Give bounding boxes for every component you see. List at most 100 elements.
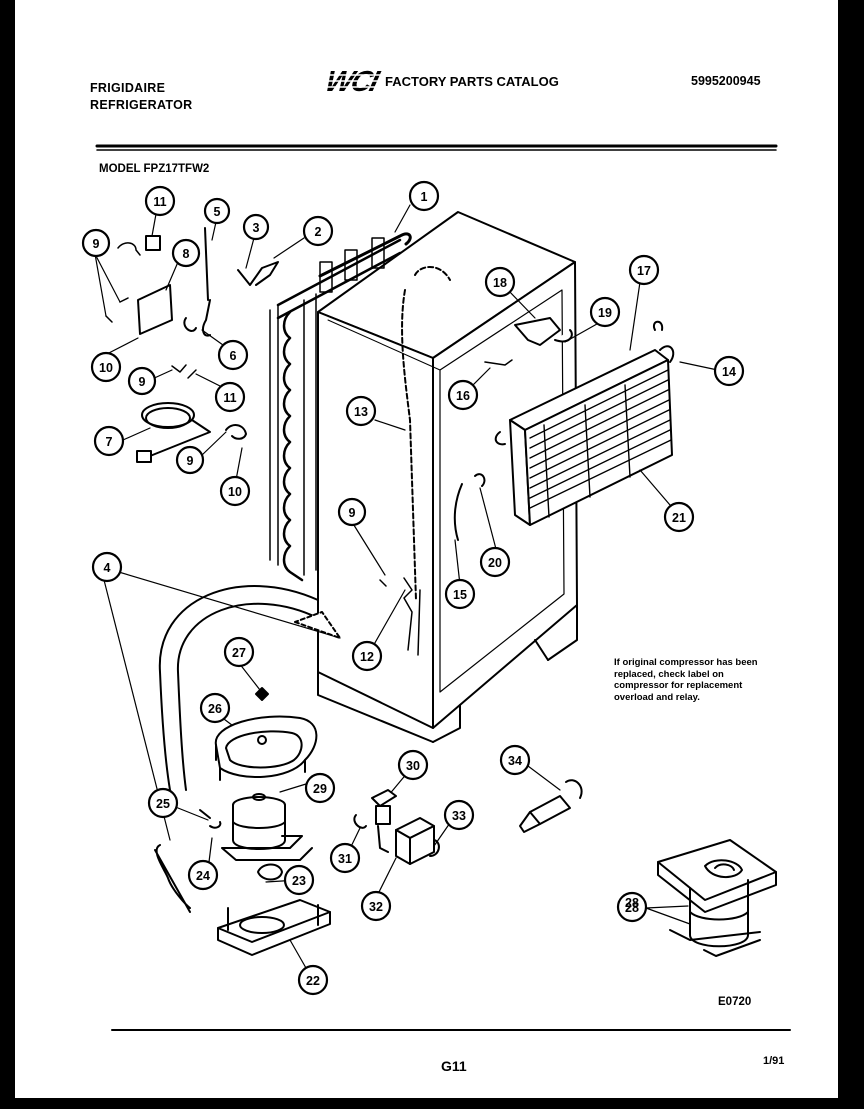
grommet-24: [199, 809, 222, 829]
svg-text:17: 17: [637, 264, 651, 278]
callout-34: 34: [499, 744, 531, 776]
hose-4-outline: [176, 602, 319, 791]
svg-text:7: 7: [106, 435, 113, 449]
compressor-note: If original compressor has been replaced…: [614, 657, 758, 703]
svg-text:24: 24: [196, 869, 210, 883]
callout-10: 10: [90, 351, 122, 383]
brand-label: FRIGIDAIRE REFRIGERATOR: [90, 80, 192, 114]
callout-15: 15: [444, 578, 476, 610]
drain-pan: [214, 715, 318, 781]
callout-13: 13: [345, 395, 377, 427]
svg-text:20: 20: [488, 556, 502, 570]
svg-text:19: 19: [598, 306, 612, 320]
svg-text:9: 9: [93, 237, 100, 251]
svg-text:21: 21: [672, 511, 686, 525]
cabinet-body: [317, 211, 578, 743]
page-date: 1/91: [763, 1055, 785, 1067]
evaporator-assembly: [494, 320, 675, 526]
svg-text:28: 28: [625, 901, 639, 915]
capacitor: [519, 779, 583, 833]
callout-22: 22: [297, 964, 329, 996]
model-label: MODEL FPZ17TFW2: [99, 163, 210, 175]
compressor-base: [217, 899, 331, 956]
screw-16: [484, 359, 513, 366]
drain-clip: [379, 577, 421, 656]
grommet-small: [225, 424, 247, 440]
svg-text:10: 10: [228, 485, 242, 499]
brand-line-1: FRIGIDAIRE: [90, 81, 166, 95]
svg-text:6: 6: [230, 349, 237, 363]
callout-24: 24: [187, 859, 219, 891]
callout-11: 11: [144, 185, 176, 217]
svg-text:28: 28: [625, 896, 639, 910]
callout-14: 14: [713, 355, 745, 387]
hose-4-outline-outer: [158, 585, 319, 791]
callout-19: 19: [589, 296, 621, 328]
svg-text:34: 34: [508, 754, 522, 768]
drain-tube: [401, 266, 451, 601]
catalog-title: FACTORY PARTS CATALOG: [385, 74, 559, 89]
svg-text:10: 10: [99, 361, 113, 375]
callout-16: 16: [447, 379, 479, 411]
callout-21: 21: [663, 501, 695, 533]
svg-text:11: 11: [153, 195, 166, 209]
hose-arrow-icon: [294, 611, 341, 639]
grommet-23: [257, 863, 283, 881]
svg-text:32: 32: [369, 900, 383, 914]
wci-logo-icon: WCI: [322, 66, 382, 96]
callout-12: 12: [351, 640, 383, 672]
callout-9: 9: [337, 497, 367, 527]
svg-text:2: 2: [315, 225, 322, 239]
callout-9: 9: [175, 445, 205, 475]
svg-text:31: 31: [338, 852, 352, 866]
callout-26: 26: [199, 692, 231, 724]
svg-text:22: 22: [306, 974, 320, 988]
svg-text:18: 18: [493, 276, 507, 290]
callout-28-alt: 28: [625, 896, 639, 910]
svg-text:26: 26: [208, 702, 222, 716]
callout-10: 10: [219, 475, 251, 507]
svg-text:23: 23: [292, 874, 306, 888]
page-code: G11: [441, 1058, 467, 1074]
callout-2: 2: [302, 215, 334, 247]
callout-7: 7: [93, 425, 125, 457]
callout-33: 33: [443, 799, 475, 831]
svg-text:29: 29: [313, 782, 327, 796]
callout-9: 9: [127, 366, 157, 396]
svg-text:9: 9: [187, 454, 194, 468]
callout-32: 32: [360, 890, 392, 922]
relay-overload: [353, 789, 440, 865]
filter-drier: [154, 844, 191, 913]
callout-6: 6: [217, 339, 249, 371]
diagram-code: E0720: [718, 996, 752, 1008]
callout-27: 27: [223, 636, 255, 668]
svg-text:1: 1: [421, 190, 428, 204]
callout-20: 20: [479, 546, 511, 578]
callout-30: 30: [397, 749, 429, 781]
svg-text:9: 9: [139, 375, 146, 389]
svg-text:8: 8: [183, 247, 190, 261]
condenser-coil: [269, 232, 412, 582]
svg-text:5: 5: [214, 205, 221, 219]
svg-text:27: 27: [232, 646, 246, 660]
thermostat-tube: [453, 473, 486, 541]
compressor: [221, 793, 313, 861]
svg-text:16: 16: [456, 389, 470, 403]
svg-text:14: 14: [722, 365, 736, 379]
callout-9: 9: [81, 228, 111, 258]
svg-text:4: 4: [104, 561, 111, 575]
svg-text:15: 15: [453, 588, 467, 602]
svg-text:30: 30: [406, 759, 420, 773]
callout-4: 4: [91, 551, 123, 583]
svg-text:11: 11: [223, 391, 236, 405]
callout-1: 1: [408, 180, 440, 212]
brand-line-2: REFRIGERATOR: [90, 98, 193, 112]
callout-3: 3: [242, 213, 270, 241]
screw-27: [255, 687, 269, 701]
callout-31: 31: [329, 842, 361, 874]
svg-text:9: 9: [349, 506, 356, 520]
callout-5: 5: [203, 197, 231, 225]
callout-18: 18: [484, 266, 516, 298]
screw-cluster: [171, 364, 197, 379]
